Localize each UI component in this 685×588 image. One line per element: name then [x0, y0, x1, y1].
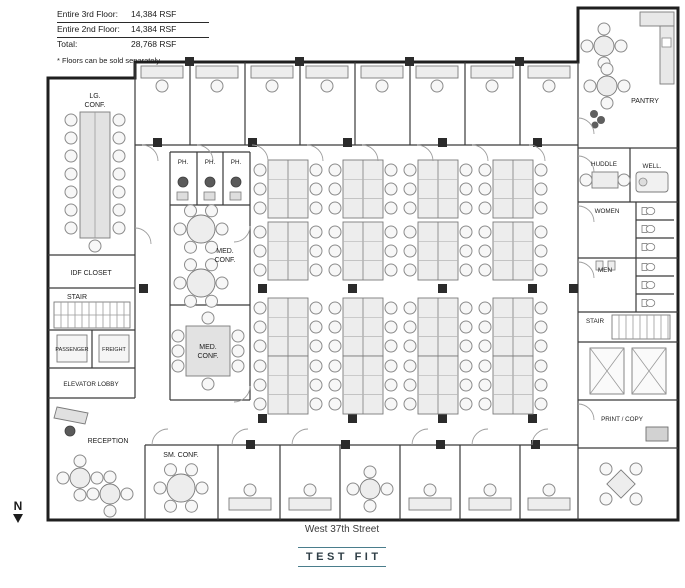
med-conf-2-furniture — [171, 311, 245, 391]
legend-label-3rd-floor: Entire 3rd Floor: — [57, 9, 118, 19]
lg-conf-table — [64, 111, 126, 253]
men-restroom-label: MEN — [598, 267, 612, 274]
reception-furniture — [53, 406, 133, 517]
med-conf-2-label-line1: MED. — [199, 344, 217, 351]
open-office-benching — [254, 160, 547, 414]
idf-closet-label: IDF CLOSET — [70, 270, 112, 277]
med-conf-2-label-line2: CONF. — [198, 353, 219, 360]
well-room-label: WELL. — [643, 163, 662, 170]
freight-elevator-label: FREIGHT — [102, 347, 126, 353]
med-conf-1-furniture — [174, 205, 228, 307]
title-rule-top — [298, 547, 386, 548]
room-labels: LG. CONF. PH. PH. PH. MED. CONF. MED. CO… — [55, 93, 661, 459]
pantry-furniture — [581, 11, 675, 129]
lg-conf-label-line2: CONF. — [85, 102, 106, 109]
legend-value-3rd-floor: 14,384 RSF — [131, 9, 177, 19]
pantry-label: PANTRY — [631, 98, 659, 105]
north-arrow-icon — [13, 514, 23, 523]
print-copy-label: PRINT / COPY — [601, 416, 644, 423]
phone-rooms-furniture — [176, 176, 242, 201]
legend-row-total: Total: 28,768 RSF — [57, 38, 209, 52]
plan-title-block: TEST FIT — [298, 547, 386, 567]
right-core — [579, 171, 671, 506]
legend-label-total: Total: — [57, 39, 78, 49]
legend-value-2nd-floor: 14,384 RSF — [131, 24, 177, 34]
street-label: West 37th Street — [304, 524, 380, 535]
lg-conf-label-line1: LG. — [89, 93, 100, 100]
north-label: N — [13, 499, 23, 513]
legend-footnote: * Floors can be sold separately — [57, 56, 160, 65]
north-indicator: N — [9, 499, 27, 523]
passenger-elevator-label: PASSENGER — [55, 347, 88, 353]
title-rule-bottom — [298, 566, 386, 567]
phone-room-label-3: PH. — [231, 159, 242, 166]
legend-value-total: 28,768 RSF — [131, 39, 177, 49]
reception-label: RECEPTION — [88, 438, 129, 445]
legend-label-2nd-floor: Entire 2nd Floor: — [57, 24, 120, 34]
sm-conf-furniture — [154, 464, 208, 512]
phone-room-label-1: PH. — [178, 159, 189, 166]
stair-right-label: STAIR — [586, 318, 605, 325]
med-conf-1-label-line1: MED. — [216, 248, 234, 255]
plan-title: TEST FIT — [305, 551, 382, 563]
women-restroom-label: WOMEN — [595, 208, 620, 215]
huddle-label: HUDDLE — [591, 161, 617, 168]
phone-room-label-2: PH. — [205, 159, 216, 166]
elevator-lobby-label: ELEVATOR LOBBY — [63, 381, 119, 388]
med-conf-1-label-line2: CONF. — [215, 257, 236, 264]
left-core — [53, 301, 131, 363]
rsf-legend: Entire 3rd Floor: 14,384 RSF Entire 2nd … — [57, 8, 209, 66]
legend-row-3rd-floor: Entire 3rd Floor: 14,384 RSF — [57, 8, 209, 23]
legend-row-2nd-floor: Entire 2nd Floor: 14,384 RSF — [57, 23, 209, 38]
sm-conf-label: SM. CONF. — [163, 452, 198, 459]
stair-left-label: STAIR — [67, 294, 87, 301]
